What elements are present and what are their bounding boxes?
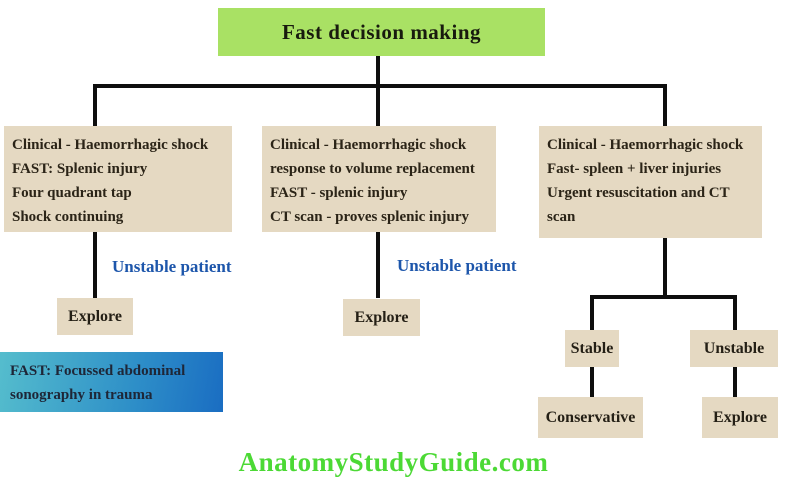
- fast-legend-box: FAST: Focussed abdominal sonography in t…: [0, 352, 223, 412]
- outcome-node-left-explore-label: Explore: [68, 307, 122, 325]
- condition-node-unstable: Unstable: [690, 330, 778, 367]
- condition-node-stable: Stable: [565, 330, 619, 367]
- clinical-box-middle-line: response to volume replacement: [270, 161, 475, 177]
- fast-legend-line: FAST: Focussed abdominal: [10, 363, 186, 379]
- clinical-box-left-line: Shock continuing: [12, 209, 124, 225]
- clinical-box-right-line: Clinical - Haemorrhagic shock: [547, 137, 744, 153]
- root-node-fast-decision-making: Fast decision making: [218, 8, 545, 56]
- edge-root-stem: [376, 56, 380, 86]
- edge-middle-to-explore: [376, 232, 380, 298]
- edge-drop-left: [93, 84, 97, 126]
- outcome-node-conservative-label: Conservative: [545, 408, 636, 426]
- clinical-box-right-line: Fast- spleen + liver injuries: [547, 161, 722, 177]
- watermark-anatomystudyguide: AnatomyStudyGuide.com: [238, 447, 549, 477]
- fast-legend-line: sonography in trauma: [10, 387, 153, 403]
- edge-right-stem: [663, 238, 667, 297]
- clinical-box-left-line: FAST: Splenic injury: [12, 161, 148, 177]
- condition-node-stable-label: Stable: [570, 339, 614, 357]
- outcome-node-middle-explore-label: Explore: [354, 308, 409, 326]
- clinical-box-left-line: Four quadrant tap: [12, 185, 132, 201]
- clinical-box-left: Clinical - Haemorrhagic shock FAST: Sple…: [4, 126, 232, 232]
- outcome-node-left-explore: Explore: [57, 298, 133, 335]
- clinical-box-middle-line: CT scan - proves splenic injury: [270, 209, 470, 225]
- outcome-node-middle-explore: Explore: [343, 299, 420, 336]
- edge-label-left-unstable-patient: Unstable patient: [112, 257, 232, 276]
- clinical-box-right: Clinical - Haemorrhagic shock Fast- sple…: [539, 126, 762, 238]
- clinical-box-middle: Clinical - Haemorrhagic shock response t…: [262, 126, 496, 232]
- clinical-box-left-line: Clinical - Haemorrhagic shock: [12, 137, 209, 153]
- edge-right-crossbar: [590, 295, 737, 299]
- edge-drop-unstable: [733, 295, 737, 331]
- condition-node-unstable-label: Unstable: [703, 339, 765, 357]
- clinical-box-middle-line: Clinical - Haemorrhagic shock: [270, 137, 467, 153]
- edge-stable-to-conservative: [590, 367, 594, 397]
- edge-drop-stable: [590, 295, 594, 331]
- edge-unstable-to-explore: [733, 367, 737, 397]
- edge-left-to-explore: [93, 232, 97, 298]
- clinical-box-right-line: Urgent resuscitation and CT: [547, 185, 730, 201]
- outcome-node-conservative: Conservative: [538, 397, 643, 438]
- edge-label-middle-unstable-patient: Unstable patient: [397, 256, 517, 275]
- root-node-label: Fast decision making: [281, 19, 482, 44]
- edge-drop-right: [663, 84, 667, 126]
- outcome-node-right-explore: Explore: [702, 397, 778, 438]
- clinical-box-right-line: scan: [547, 209, 576, 225]
- edge-branch-crossbar: [93, 84, 667, 88]
- clinical-box-middle-line: FAST - splenic injury: [270, 185, 408, 201]
- outcome-node-right-explore-label: Explore: [713, 408, 767, 426]
- edge-drop-middle: [376, 84, 380, 126]
